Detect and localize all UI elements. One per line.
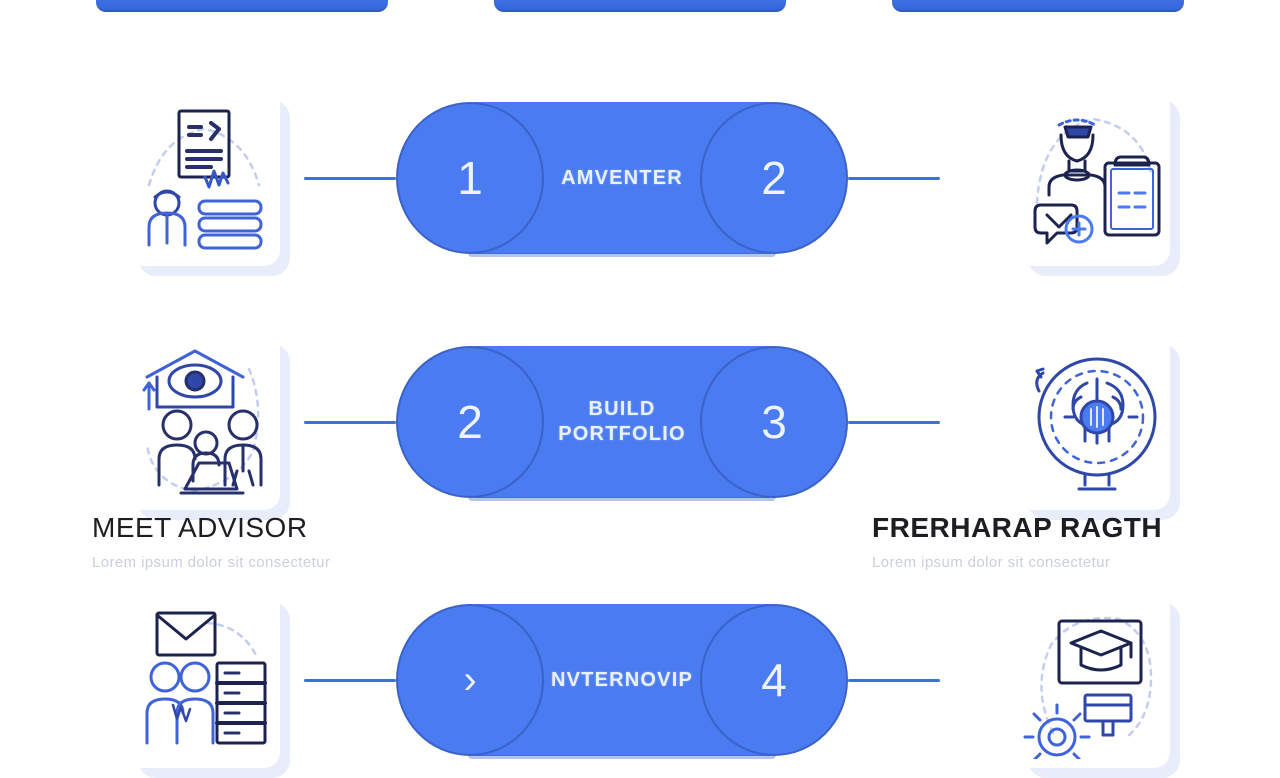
caption-left-title: MEET ADVISOR: [92, 512, 308, 543]
icon-card-graduation-monitor-gear: [1018, 592, 1180, 778]
connector-line-left-1: [304, 176, 396, 180]
pill-step-number-2-right[interactable]: 3: [700, 346, 848, 498]
pill-label-2-line1: BUILD: [588, 398, 656, 420]
caption-right-title: FRERHARAP RAGTH: [872, 512, 1163, 543]
icon-card-person-clipboard-chat: [1018, 90, 1180, 276]
connector-line-right-1: [848, 176, 940, 180]
pill-chevron-right-icon[interactable]: ›: [396, 604, 544, 756]
connector-line-right-2: [848, 420, 940, 424]
chevron-right-glyph: ›: [463, 658, 477, 702]
icon-card-envelope-people-list: [128, 592, 290, 778]
connector-line-left-3: [304, 678, 396, 682]
process-pill-3[interactable]: NVTERNOVIP › 4: [396, 604, 848, 759]
top-button-strip: [0, 0, 1280, 14]
globe-brain-network-icon: [1018, 334, 1170, 510]
icon-card-resume-person-records: [128, 90, 290, 276]
connector-line-right-3: [848, 678, 940, 682]
process-pill-1[interactable]: AMVENTER 1 2: [396, 102, 848, 257]
home-family-laptop-icon: [128, 334, 280, 510]
graduation-monitor-gear-icon: [1018, 592, 1170, 768]
caption-left-subtitle: Lorem ipsum dolor sit consectetur: [92, 554, 331, 571]
caption-right-subtitle: Lorem ipsum dolor sit consectetur: [872, 554, 1111, 571]
envelope-people-list-icon: [128, 592, 280, 768]
pill-step-number-1-left[interactable]: 1: [396, 102, 544, 254]
pill-label-1: AMVENTER: [561, 166, 683, 189]
person-clipboard-chat-icon: [1018, 90, 1170, 266]
process-row-2: BUILD PORTFOLIO 2 3: [0, 322, 1280, 522]
icon-card-home-family-laptop: [128, 334, 290, 520]
top-button-2[interactable]: [494, 0, 786, 12]
connector-line-left-2: [304, 420, 396, 424]
pill-label-3: NVTERNOVIP: [550, 668, 694, 691]
pill-step-number-1-right[interactable]: 2: [700, 102, 848, 254]
process-row-1: AMVENTER 1 2: [0, 78, 1280, 278]
process-row-3: NVTERNOVIP › 4: [0, 592, 1280, 778]
caption-meet-advisor: MEET ADVISOR Lorem ipsum dolor sit conse…: [92, 512, 522, 571]
icon-card-globe-brain-network: [1018, 334, 1180, 520]
process-pill-2[interactable]: BUILD PORTFOLIO 2 3: [396, 346, 848, 501]
top-button-3[interactable]: [892, 0, 1184, 12]
resume-person-records-icon: [128, 90, 280, 266]
pill-label-2: BUILD PORTFOLIO: [544, 346, 700, 498]
top-button-1[interactable]: [96, 0, 388, 12]
pill-step-number-3-right[interactable]: 4: [700, 604, 848, 756]
pill-label-2-line2: PORTFOLIO: [558, 423, 686, 445]
caption-prepare-path: FRERHARAP RAGTH Lorem ipsum dolor sit co…: [872, 512, 1280, 571]
pill-step-number-2-left[interactable]: 2: [396, 346, 544, 498]
